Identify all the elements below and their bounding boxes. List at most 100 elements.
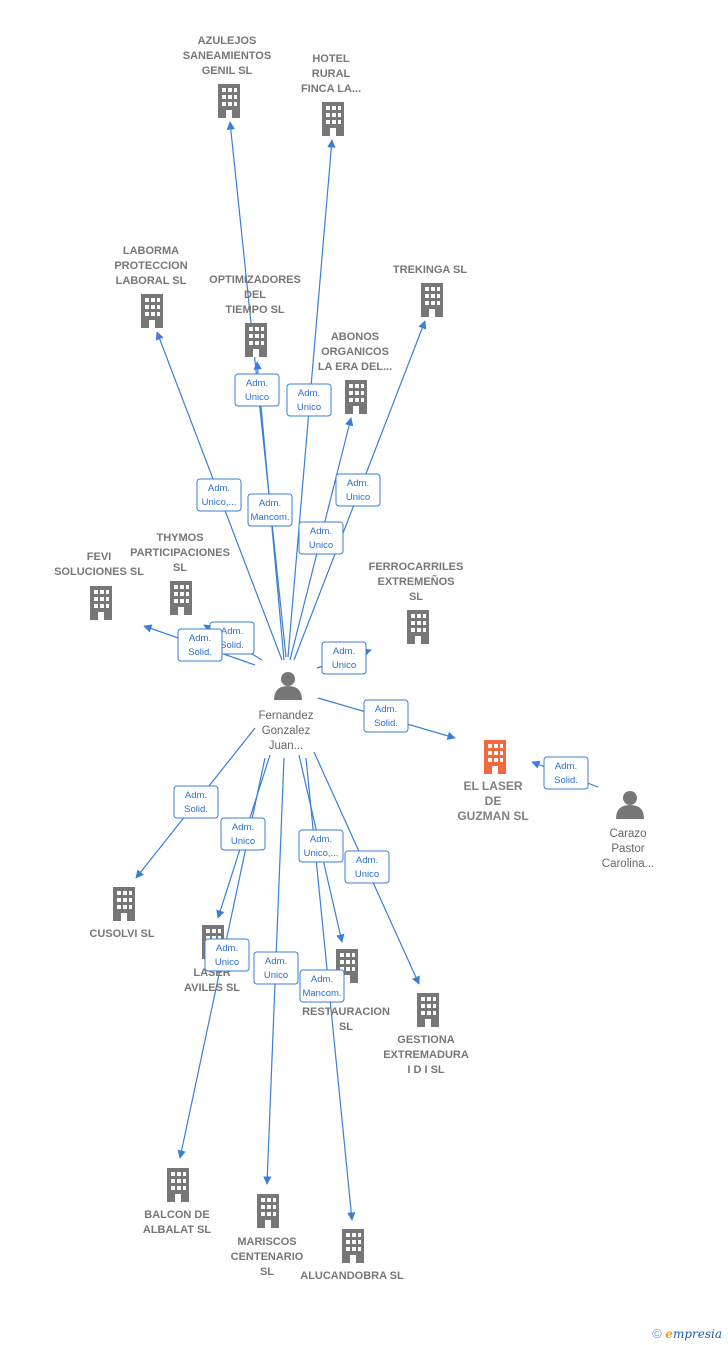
company-label: SL [409,591,423,603]
building-icon [218,84,240,118]
role-badge[interactable]: Adm. Unico [253,951,299,985]
building-icon [407,610,429,644]
role-badge-text: Solid. [374,718,398,729]
copyright-symbol: © [652,1326,662,1341]
role-badge[interactable]: Adm.Unico [344,850,390,884]
role-badge-text: Adm. [232,822,254,833]
role-badge-text: Unico [264,970,288,981]
role-badge-text: Adm. [259,498,281,509]
role-badge-box [220,817,266,851]
role-badge-text: Solid. [188,647,212,658]
role-badge-text: Adm. [221,626,243,637]
company-label: OPTIMIZADORES [209,274,301,286]
company-label: RURAL [312,68,351,80]
role-badge-text: Adm. [246,378,268,389]
company-label: PARTICIPACIONES [130,547,230,559]
role-badge-box [344,850,390,884]
company-label: AVILES SL [184,982,240,994]
company-label: DEL [244,289,266,301]
company-label: EXTREMEÑOS [377,575,454,588]
company-label: LA ERA DEL... [318,361,392,373]
company-label: THYMOS [156,532,203,544]
role-badge-box [335,473,381,507]
building-icon [417,993,439,1027]
role-badge-text: Unico [297,402,321,413]
role-badge[interactable]: Adm.Unico [335,473,381,507]
role-badge-text: Unico [245,392,269,403]
role-badge-box [247,493,293,527]
role-badge[interactable]: Adm.Unico [220,817,266,851]
role-badge-text: Adm. [310,526,332,537]
role-badge-text: Adm. [265,956,287,967]
building-icon [342,1229,364,1263]
company-label: FINCA LA... [301,83,361,95]
role-badge[interactable]: Adm.Unico [298,521,344,555]
company-node-trekinga[interactable]: TREKINGA SL [393,264,467,317]
role-badge[interactable]: Adm.Unico,... [298,829,344,863]
company-label: ABONOS [331,331,379,343]
company-node-alucandobra[interactable]: ALUCANDOBRA SL [300,1229,404,1282]
role-badge[interactable]: Adm.Solid. [173,785,219,819]
building-icon [245,323,267,357]
role-badge[interactable]: Adm.Unico,... [196,478,242,512]
role-badge-box [253,951,299,985]
company-label: LABORAL SL [116,275,187,287]
company-label: LABORMA [123,245,179,257]
company-label: EXTREMADURA [383,1049,469,1061]
building-icon [257,1194,279,1228]
person-label: Gonzalez [262,725,311,737]
person-label: Fernandez [259,710,314,722]
person-label: Pastor [611,843,644,855]
person-label: Juan... [269,740,304,752]
company-node-cusolvi[interactable]: CUSOLVI SL [89,887,155,940]
company-label: ALBALAT SL [143,1224,212,1236]
company-label: SOLUCIONES SL [54,566,144,578]
person-node-fernandez[interactable]: FernandezGonzalezJuan... [259,672,314,752]
building-icon [141,294,163,328]
role-badge-text: Unico [355,869,379,880]
edges-layer [135,121,599,1221]
role-badge[interactable]: Adm. Mancom. [247,493,293,527]
role-badge[interactable]: Adm.Unico [286,383,332,417]
role-badge[interactable]: Adm. Unico [234,373,280,407]
role-badge[interactable]: Adm.Mancom. [299,969,345,1003]
role-badge[interactable]: Adm.Unico [321,641,367,675]
role-badge[interactable]: Adm. Solid. [543,756,589,790]
role-badge-text: Adm. [310,834,332,845]
company-label: GUZMAN SL [457,809,528,823]
footer-brand[interactable]: © empresia [652,1326,722,1341]
role-badge-text: Adm. [185,790,207,801]
role-badge[interactable]: Adm.Solid. [363,699,409,733]
role-badge-text: Adm. [555,761,577,772]
person-label: Carazo [609,828,646,840]
building-icon [170,581,192,615]
company-label: RESTAURACION [302,1006,390,1018]
role-badge-box [363,699,409,733]
role-badge-text: Solid. [554,775,578,786]
role-badge[interactable]: Adm.Solid. [177,628,223,662]
brand-logo: empresia [665,1327,722,1341]
role-badge[interactable]: Adm.Unico [204,938,250,972]
role-badge-text: Unico [346,492,370,503]
company-label: ALUCANDOBRA SL [300,1270,404,1282]
role-badge-text: Mancom. [250,512,289,523]
person-node-carazo[interactable]: CarazoPastorCarolina... [602,791,654,870]
company-label: AZULEJOS [198,35,257,47]
role-badge-box [321,641,367,675]
building-icon [167,1168,189,1202]
company-label: SANEAMIENTOS [183,50,271,62]
